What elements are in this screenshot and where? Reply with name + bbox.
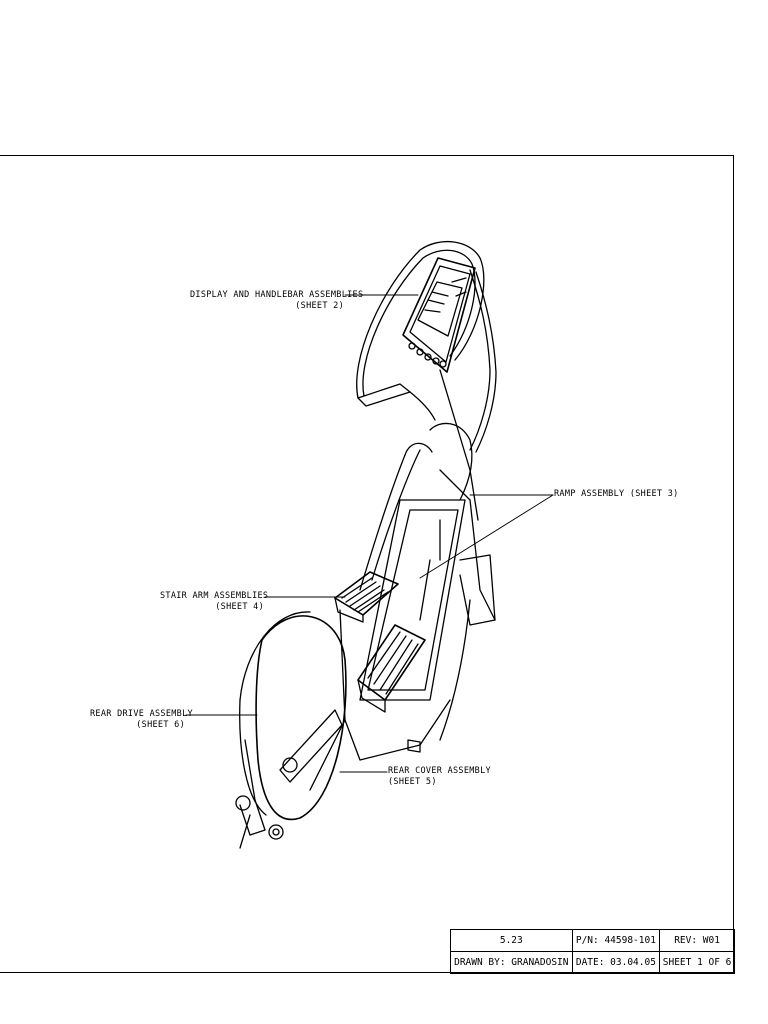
callout-ramp-line1: RAMP ASSEMBLY (SHEET 3): [554, 489, 679, 499]
pedal-right: [357, 624, 426, 713]
title-sheet: SHEET 1 OF 6: [659, 951, 735, 974]
pedal-left: [334, 571, 399, 623]
base-frame: [309, 609, 451, 791]
title-date: DATE: 03.04.05: [571, 951, 661, 974]
callout-display-line2: (SHEET 2): [295, 301, 344, 311]
rear-drive: [235, 739, 284, 849]
title-block: 5.23 P/N: 44598-101 REV: W01 DRAWN BY: G…: [450, 929, 735, 974]
display-console: [402, 257, 476, 373]
callout-display-line1: DISPLAY AND HANDLEBAR ASSEMBLIES: [190, 290, 364, 300]
callout-rear-drive-line1: REAR DRIVE ASSEMBLY: [90, 709, 193, 719]
title-revision: REV: W01: [659, 929, 735, 952]
title-part-number: P/N: 44598-101: [571, 929, 661, 952]
callout-rear-drive: REAR DRIVE ASSEMBLY (SHEET 6): [90, 709, 193, 731]
callout-display-handlebar: DISPLAY AND HANDLEBAR ASSEMBLIES (SHEET …: [190, 290, 364, 312]
rear-cover: [239, 611, 347, 821]
title-drawn-by: DRAWN BY: GRANADOSIN: [450, 951, 573, 974]
callout-stair-line1: STAIR ARM ASSEMBLIES: [160, 591, 269, 601]
callout-rear-cover-line2: (SHEET 5): [388, 777, 437, 787]
callout-rear-cover: REAR COVER ASSEMBLY (SHEET 5): [388, 766, 491, 788]
drawing-frame: [0, 155, 734, 973]
callout-rear-drive-line2: (SHEET 6): [136, 720, 185, 730]
callout-rear-cover-line1: REAR COVER ASSEMBLY: [388, 766, 491, 776]
leader-lines: [185, 294, 554, 773]
handlebar-assembly: [356, 240, 497, 453]
callout-stair-arm: STAIR ARM ASSEMBLIES (SHEET 4): [160, 591, 269, 613]
callout-ramp: RAMP ASSEMBLY (SHEET 3): [554, 489, 679, 500]
ramp-frame: [359, 369, 496, 741]
title-section: 5.23: [450, 929, 573, 952]
callout-stair-line2: (SHEET 4): [215, 602, 264, 612]
